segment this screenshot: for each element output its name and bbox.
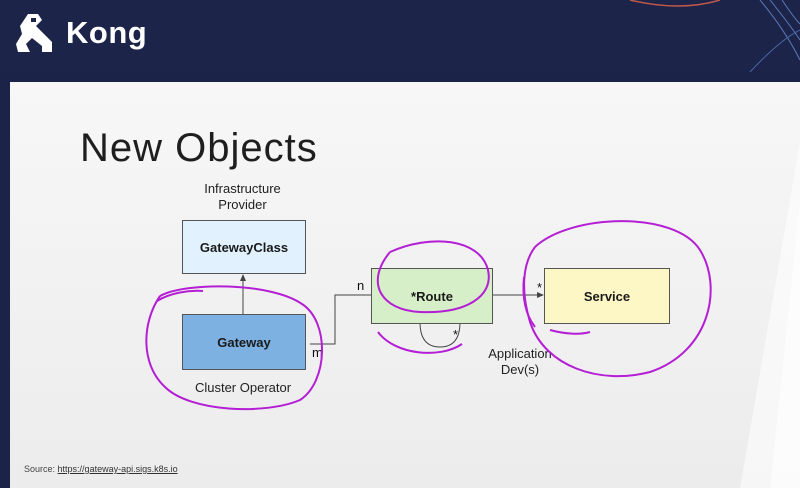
gateway-to-class-arrowhead bbox=[240, 274, 246, 281]
background-decoration bbox=[629, 0, 800, 72]
multiplicity-n: n bbox=[357, 278, 365, 293]
multiplicity-m: m bbox=[312, 345, 323, 360]
infrastructure-provider-label: Infrastructure Provider bbox=[204, 181, 281, 212]
source-citation: Source: https://gateway-api.sigs.k8s.io bbox=[24, 464, 178, 474]
service-bottom-tick-annotation bbox=[549, 329, 591, 335]
multiplicity-star-self: * bbox=[453, 327, 459, 342]
service-box: Service bbox=[544, 268, 670, 324]
kong-logo[interactable]: Kong bbox=[12, 12, 147, 54]
source-link[interactable]: https://gateway-api.sigs.k8s.io bbox=[57, 464, 178, 474]
service-left-tick-annotation bbox=[522, 276, 536, 328]
handwritten-annotations bbox=[145, 220, 712, 411]
gateway-tick-annotation bbox=[156, 289, 204, 302]
gateway-circle-annotation bbox=[145, 285, 323, 411]
route-self-loop bbox=[419, 321, 461, 348]
route-circle-annotation bbox=[376, 240, 490, 314]
route-box: *Route bbox=[371, 268, 493, 324]
gatewayclass-box: GatewayClass bbox=[182, 220, 306, 274]
slide-title: New Objects bbox=[80, 126, 318, 170]
route-to-service-arrowhead bbox=[537, 292, 544, 298]
slide-shine-decoration bbox=[740, 142, 800, 488]
brand-name: Kong bbox=[66, 15, 148, 50]
kong-gorilla-icon bbox=[16, 14, 52, 52]
slide-panel: New Objects Infrastructure Provider Gate… bbox=[10, 82, 800, 488]
route-underline-annotation bbox=[377, 331, 463, 354]
header-bar: Kong bbox=[0, 0, 800, 72]
cluster-operator-label: Cluster Operator bbox=[194, 380, 292, 395]
gateway-box: Gateway bbox=[182, 314, 306, 370]
multiplicity-star-service: * bbox=[537, 280, 543, 295]
application-dev-label: Application Dev(s) bbox=[488, 346, 552, 377]
service-circle-annotation bbox=[523, 220, 712, 378]
